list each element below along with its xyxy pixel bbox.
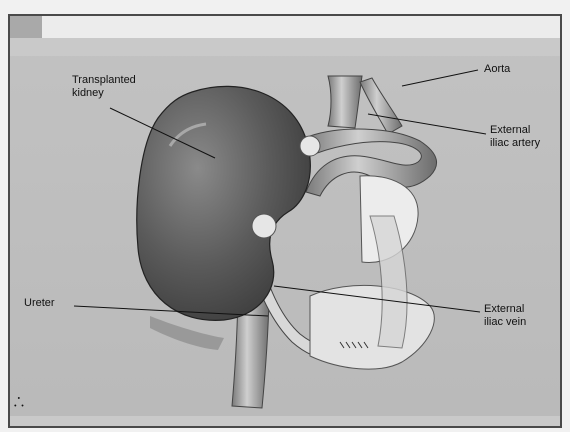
anastomosis-tissue xyxy=(300,136,320,156)
label-ureter: Ureter xyxy=(24,297,55,310)
label-transplanted-kidney: Transplanted kidney xyxy=(72,74,136,100)
publisher-logo-icon: ⸫ xyxy=(14,396,24,408)
figure-frame: Transplanted kidney Aorta External iliac… xyxy=(8,14,562,428)
label-external-iliac-vein: External iliac vein xyxy=(484,303,526,329)
label-aorta: Aorta xyxy=(484,63,510,76)
label-external-iliac-artery: External iliac artery xyxy=(490,124,540,150)
anastomosis-tissue-2 xyxy=(252,214,276,238)
